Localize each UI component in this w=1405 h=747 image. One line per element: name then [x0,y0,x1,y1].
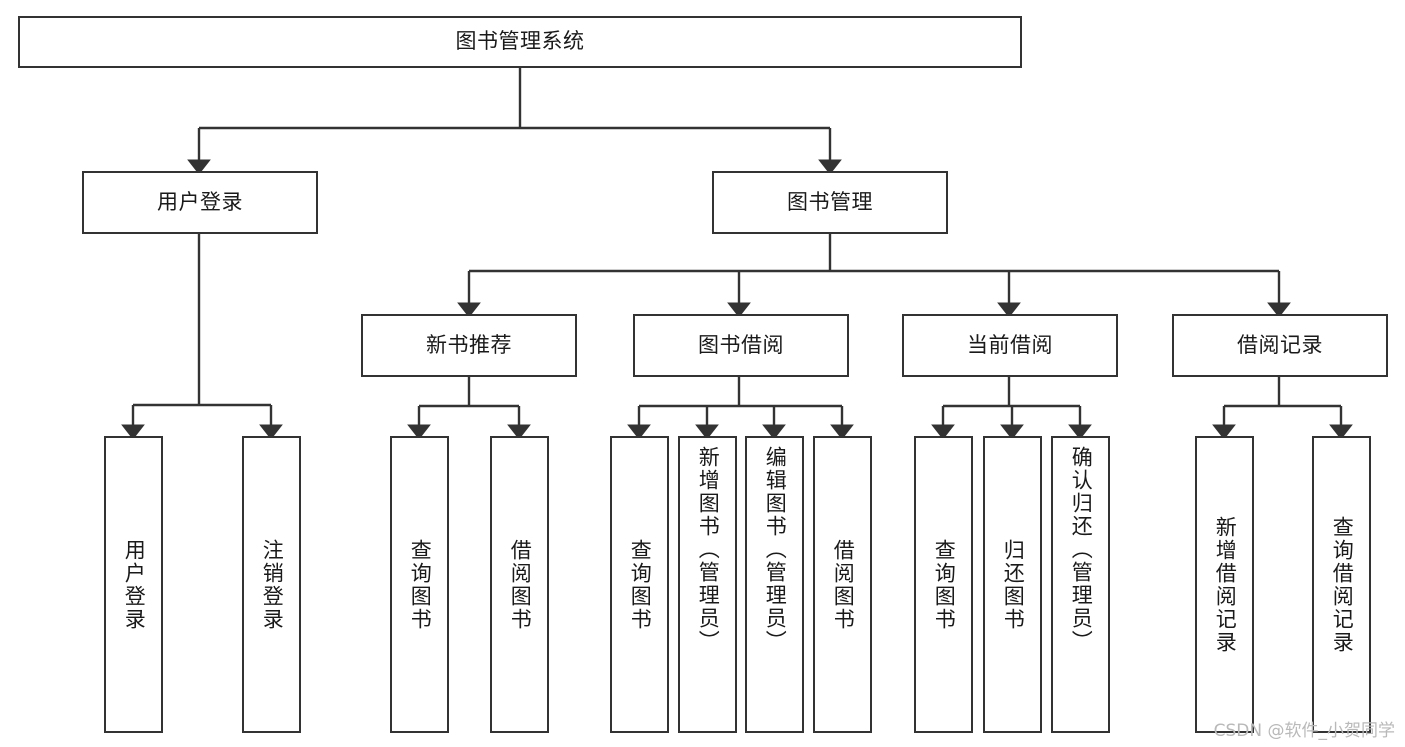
leaf-book-borrow-query[interactable]: 查询图书 [610,436,669,733]
node-root-system[interactable]: 图书管理系统 [18,16,1022,68]
leaf-borrow-record-add[interactable]: 新增借阅记录 [1195,436,1254,733]
node-label: 查询图书 [408,538,433,631]
node-label: 图书管理系统 [455,29,585,54]
node-label: 新增图书（管理员） [696,446,721,653]
leaf-user-login-logout[interactable]: 注销登录 [242,436,301,733]
watermark-text: CSDN @软件_小贺同学 [1213,721,1395,741]
node-label: 查询图书 [932,538,957,631]
node-label: 当前借阅 [967,332,1053,357]
leaf-user-login-login[interactable]: 用户登录 [104,436,163,733]
leaf-book-borrow-borrow[interactable]: 借阅图书 [813,436,872,733]
leaf-book-borrow-edit[interactable]: 编辑图书（管理员） [745,436,804,733]
node-label: 确认归还（管理员） [1069,446,1094,653]
node-label: 归还图书 [1001,538,1026,631]
leaf-current-borrow-query[interactable]: 查询图书 [914,436,973,733]
node-label: 新书推荐 [426,332,512,357]
node-current-borrow[interactable]: 当前借阅 [902,314,1118,377]
node-new-book-recommend[interactable]: 新书推荐 [361,314,577,377]
leaf-new-book-query[interactable]: 查询图书 [390,436,449,733]
node-label: 用户登录 [122,538,147,631]
leaf-current-borrow-return[interactable]: 归还图书 [983,436,1042,733]
leaf-current-borrow-confirm[interactable]: 确认归还（管理员） [1051,436,1110,733]
node-label: 新增借阅记录 [1213,515,1238,654]
node-label: 借阅图书 [508,538,533,631]
node-label: 编辑图书（管理员） [763,446,788,653]
node-label: 借阅记录 [1237,332,1323,357]
node-user-login[interactable]: 用户登录 [82,171,318,234]
node-book-borrow[interactable]: 图书借阅 [633,314,849,377]
node-label: 注销登录 [260,538,285,631]
node-label: 图书借阅 [698,332,784,357]
node-label: 图书管理 [787,189,873,214]
node-label: 用户登录 [157,189,243,214]
leaf-borrow-record-query[interactable]: 查询借阅记录 [1312,436,1371,733]
node-label: 查询图书 [628,538,653,631]
leaf-book-borrow-add[interactable]: 新增图书（管理员） [678,436,737,733]
node-label: 查询借阅记录 [1330,515,1355,654]
node-book-manage[interactable]: 图书管理 [712,171,948,234]
node-label: 借阅图书 [831,538,856,631]
node-borrow-record[interactable]: 借阅记录 [1172,314,1388,377]
leaf-new-book-borrow[interactable]: 借阅图书 [490,436,549,733]
